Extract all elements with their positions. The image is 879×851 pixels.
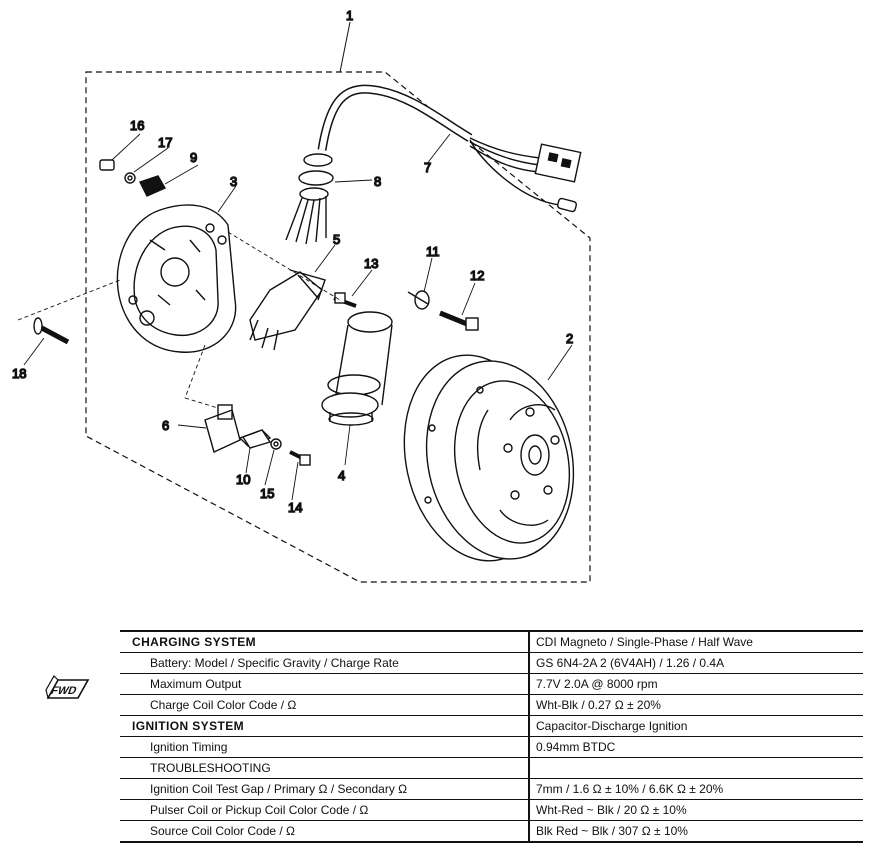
alignment-lines — [17, 231, 341, 409]
magneto-exploded-diagram: 1 2 3 4 5 6 7 8 9 10 11 12 13 14 15 16 1… — [11, 7, 591, 583]
callout-14: 14 — [288, 500, 302, 515]
spec-label: Battery: Model / Specific Gravity / Char… — [120, 652, 530, 674]
spec-value: Wht-Red ~ Blk / 20 Ω ± 10% — [529, 799, 863, 821]
callout-18: 18 — [12, 366, 26, 381]
screw-12 — [439, 310, 479, 331]
callout-10: 10 — [236, 472, 250, 487]
callout-2: 2 — [566, 331, 573, 346]
callout-4: 4 — [338, 468, 345, 483]
callout-5: 5 — [333, 232, 340, 247]
callout-13: 13 — [364, 256, 378, 271]
callout-3: 3 — [230, 174, 237, 189]
spec-value: GS 6N4-2A 2 (6V4AH) / 1.26 / 0.4A — [529, 652, 863, 674]
spec-value: 7.7V 2.0A @ 8000 rpm — [529, 673, 863, 695]
spec-row: Ignition Coil Test Gap / Primary Ω / Sec… — [120, 778, 863, 800]
wire-harness — [317, 84, 582, 213]
screw-14 — [289, 450, 311, 466]
spec-value: Wht-Blk / 0.27 Ω ± 20% — [529, 694, 863, 716]
spec-label: Ignition Timing — [120, 736, 530, 758]
spec-label: Source Coil Color Code / Ω — [120, 820, 530, 843]
screw-13 — [333, 292, 357, 308]
spec-value: CDI Magneto / Single-Phase / Half Wave — [529, 631, 863, 653]
spec-label: Maximum Output — [120, 673, 530, 695]
spec-value — [529, 757, 863, 779]
spec-value: Capacitor-Discharge Ignition — [529, 715, 863, 737]
coil-4 — [321, 311, 393, 426]
clip-10 — [241, 429, 272, 449]
spec-row: Pulser Coil or Pickup Coil Color Code / … — [120, 799, 863, 821]
callout-8: 8 — [374, 174, 381, 189]
screw-16 — [99, 159, 115, 171]
spec-label: TROUBLESHOOTING — [120, 757, 530, 779]
spec-value: 0.94mm BTDC — [529, 736, 863, 758]
callout-9: 9 — [190, 150, 197, 165]
spec-label: CHARGING SYSTEM — [120, 631, 530, 653]
callout-7: 7 — [424, 160, 431, 175]
grommet — [285, 153, 334, 245]
spec-label: IGNITION SYSTEM — [120, 715, 530, 737]
screw-18 — [33, 317, 70, 345]
bullet-terminal — [556, 197, 578, 213]
callout-11: 11 — [426, 244, 440, 259]
spec-row: Battery: Model / Specific Gravity / Char… — [120, 652, 863, 674]
callout-12: 12 — [470, 268, 484, 283]
spec-row: TROUBLESHOOTING — [120, 757, 863, 779]
callout-1: 1 — [346, 8, 353, 23]
spec-label: Pulser Coil or Pickup Coil Color Code / … — [120, 799, 530, 821]
callout-6: 6 — [162, 418, 169, 433]
coupler-connector — [534, 143, 582, 183]
spec-value: 7mm / 1.6 Ω ± 10% / 6.6K Ω ± 20% — [529, 778, 863, 800]
leader-lines — [23, 133, 573, 501]
washer-15 — [270, 438, 282, 450]
flywheel — [403, 354, 575, 562]
leader-1 — [339, 21, 351, 73]
fwd-label: FWD — [49, 685, 78, 697]
clamp-9 — [139, 175, 166, 197]
fwd-arrow-icon: FWD — [45, 675, 90, 699]
callout-15: 15 — [260, 486, 274, 501]
spec-label: Ignition Coil Test Gap / Primary Ω / Sec… — [120, 778, 530, 800]
callout-16: 16 — [130, 118, 144, 133]
washer-17 — [124, 172, 136, 184]
stator-base-plate — [116, 204, 237, 353]
coil-5 — [249, 269, 326, 351]
spec-label: Charge Coil Color Code / Ω — [120, 694, 530, 716]
washer-11 — [407, 290, 430, 310]
callout-17: 17 — [158, 135, 172, 150]
spec-value: Blk Red ~ Blk / 307 Ω ± 10% — [529, 820, 863, 843]
